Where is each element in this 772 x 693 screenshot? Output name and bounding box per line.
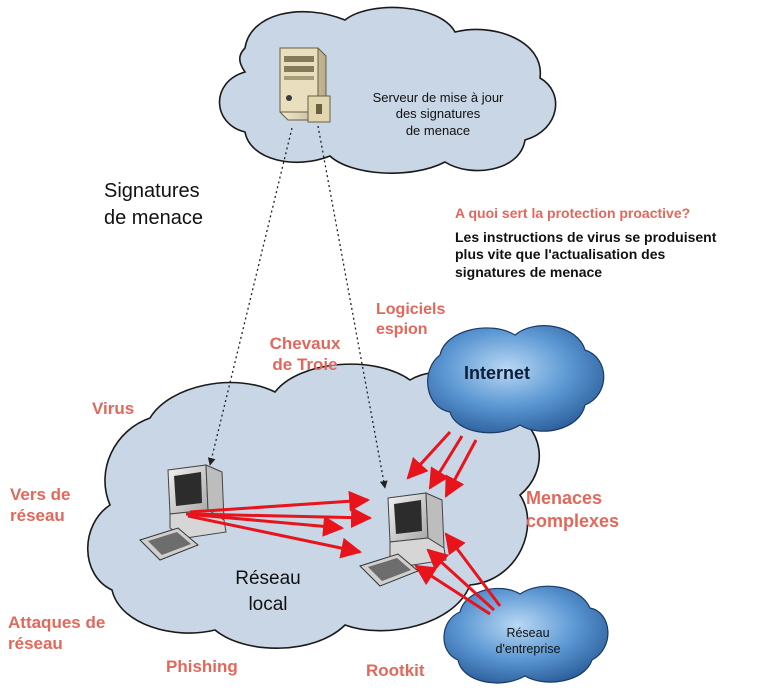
server-label-line-1: Serveur de mise à jour: [372, 90, 504, 105]
threat-logiciels-espion-line-1: Logiciels: [376, 301, 446, 318]
threat-menaces-line-2: complexes: [526, 511, 620, 532]
signatures-label: Signatures de menace: [104, 178, 203, 232]
lan-label-line-1: Réseau: [235, 568, 301, 589]
threat-vers-line-1: Vers de: [10, 485, 71, 504]
server-label-line-2: des signatures: [395, 106, 481, 122]
threat-logiciels-espion: Logiciels espion: [376, 300, 445, 340]
server-icon: [279, 47, 331, 123]
enterprise-label: Réseau d'entreprise: [478, 626, 578, 657]
signatures-label-line-2: de menace: [104, 207, 203, 229]
enterprise-arrows: [414, 532, 502, 616]
info-line-1: Les instructions de virus se produisent: [455, 228, 717, 245]
lan-label: Réseau local: [228, 566, 308, 617]
internet-cloud: [427, 325, 605, 434]
threat-vers-line-2: réseau: [10, 506, 65, 526]
lan-label-line-2: local: [248, 593, 288, 615]
threat-vers-de-reseau: Vers de réseau: [10, 484, 71, 527]
internet-label: Internet: [464, 363, 531, 383]
signatures-label-line-1: Signatures: [104, 180, 200, 202]
info-line-2: plus vite que l'actualisation des: [455, 246, 666, 262]
server-label: Serveur de mise à jour des signatures de…: [338, 90, 538, 139]
threat-chevaux-line-2: de Troie: [272, 355, 338, 375]
lan-arrows: [185, 490, 373, 559]
info-title: A quoi sert la protection proactive?: [455, 205, 691, 221]
threat-attaques-line-1: Attaques de: [8, 613, 106, 632]
threat-menaces-line-1: Menaces: [526, 488, 603, 508]
internet-arrows: [406, 430, 478, 498]
threat-attaques-de-reseau: Attaques de réseau: [8, 612, 105, 655]
threat-virus: Virus: [92, 399, 135, 418]
enterprise-label-line-1: Réseau: [506, 626, 550, 640]
threat-menaces-complexes: Menaces complexes: [526, 487, 619, 534]
threat-attaques-line-2: réseau: [8, 634, 63, 654]
threat-logiciels-espion-line-2: espion: [376, 321, 428, 338]
info-block: A quoi sert la protection proactive? Les…: [455, 205, 716, 281]
threat-phishing: Phishing: [166, 657, 238, 676]
info-line-3: signatures de menace: [455, 263, 603, 280]
threat-chevaux-line-1: Chevaux: [269, 334, 341, 353]
server-label-line-3: de menace: [405, 122, 471, 138]
update-line-right: [317, 125, 388, 489]
threat-chevaux-de-troie: Chevaux de Troie: [250, 333, 360, 376]
enterprise-label-line-2: d'entreprise: [495, 641, 561, 656]
threat-rootkit: Rootkit: [366, 661, 425, 680]
